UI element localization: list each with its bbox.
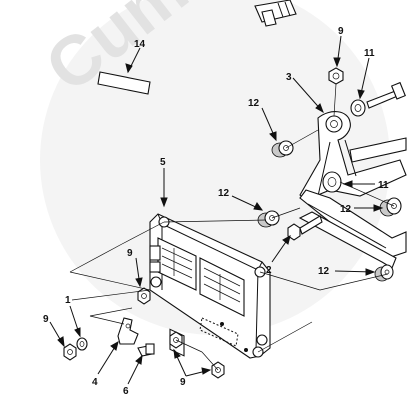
callout-14: 14	[134, 39, 146, 50]
callout-1: 1	[65, 295, 71, 306]
label-plate	[97, 71, 151, 95]
connector-pins-left	[161, 247, 193, 279]
callout-3: 3	[286, 72, 292, 83]
callout-12-right: 12	[340, 204, 352, 215]
ground-clip	[117, 317, 139, 345]
callout-6: 6	[123, 386, 129, 397]
washer-lower-left	[76, 337, 88, 351]
ecm-module	[149, 213, 271, 359]
callout-12-left: 12	[218, 188, 230, 199]
callout-5: 5	[160, 157, 166, 168]
assembly-lines	[69, 83, 395, 371]
callout-4: 4	[92, 377, 98, 388]
callout-labels: 14 9 11 3 12 5 11 12 12 9 2 12 1 9 4 6 9	[43, 26, 389, 397]
connector-pins-right	[203, 267, 241, 303]
nut-9-left	[137, 287, 151, 305]
callout-9-module: 9	[127, 248, 133, 259]
nut-lower-left	[63, 343, 77, 361]
isolator-lower-right	[374, 264, 394, 282]
callout-11-top: 11	[364, 48, 375, 59]
callout-12-lower: 12	[318, 266, 330, 277]
washer-middle	[322, 171, 342, 193]
nut-top	[328, 67, 344, 85]
spacer-screw	[287, 215, 323, 241]
callout-9-left: 9	[43, 314, 49, 325]
bolt-top	[350, 81, 406, 117]
callout-11-mid: 11	[378, 180, 389, 191]
callout-9-top: 9	[338, 26, 344, 37]
callout-12-top: 12	[248, 98, 260, 109]
connector-fitting	[254, 0, 297, 27]
callout-9-bottom: 9	[180, 377, 186, 388]
screw-6	[137, 343, 155, 357]
leader-lines	[49, 35, 384, 385]
callout-2: 2	[266, 265, 272, 276]
